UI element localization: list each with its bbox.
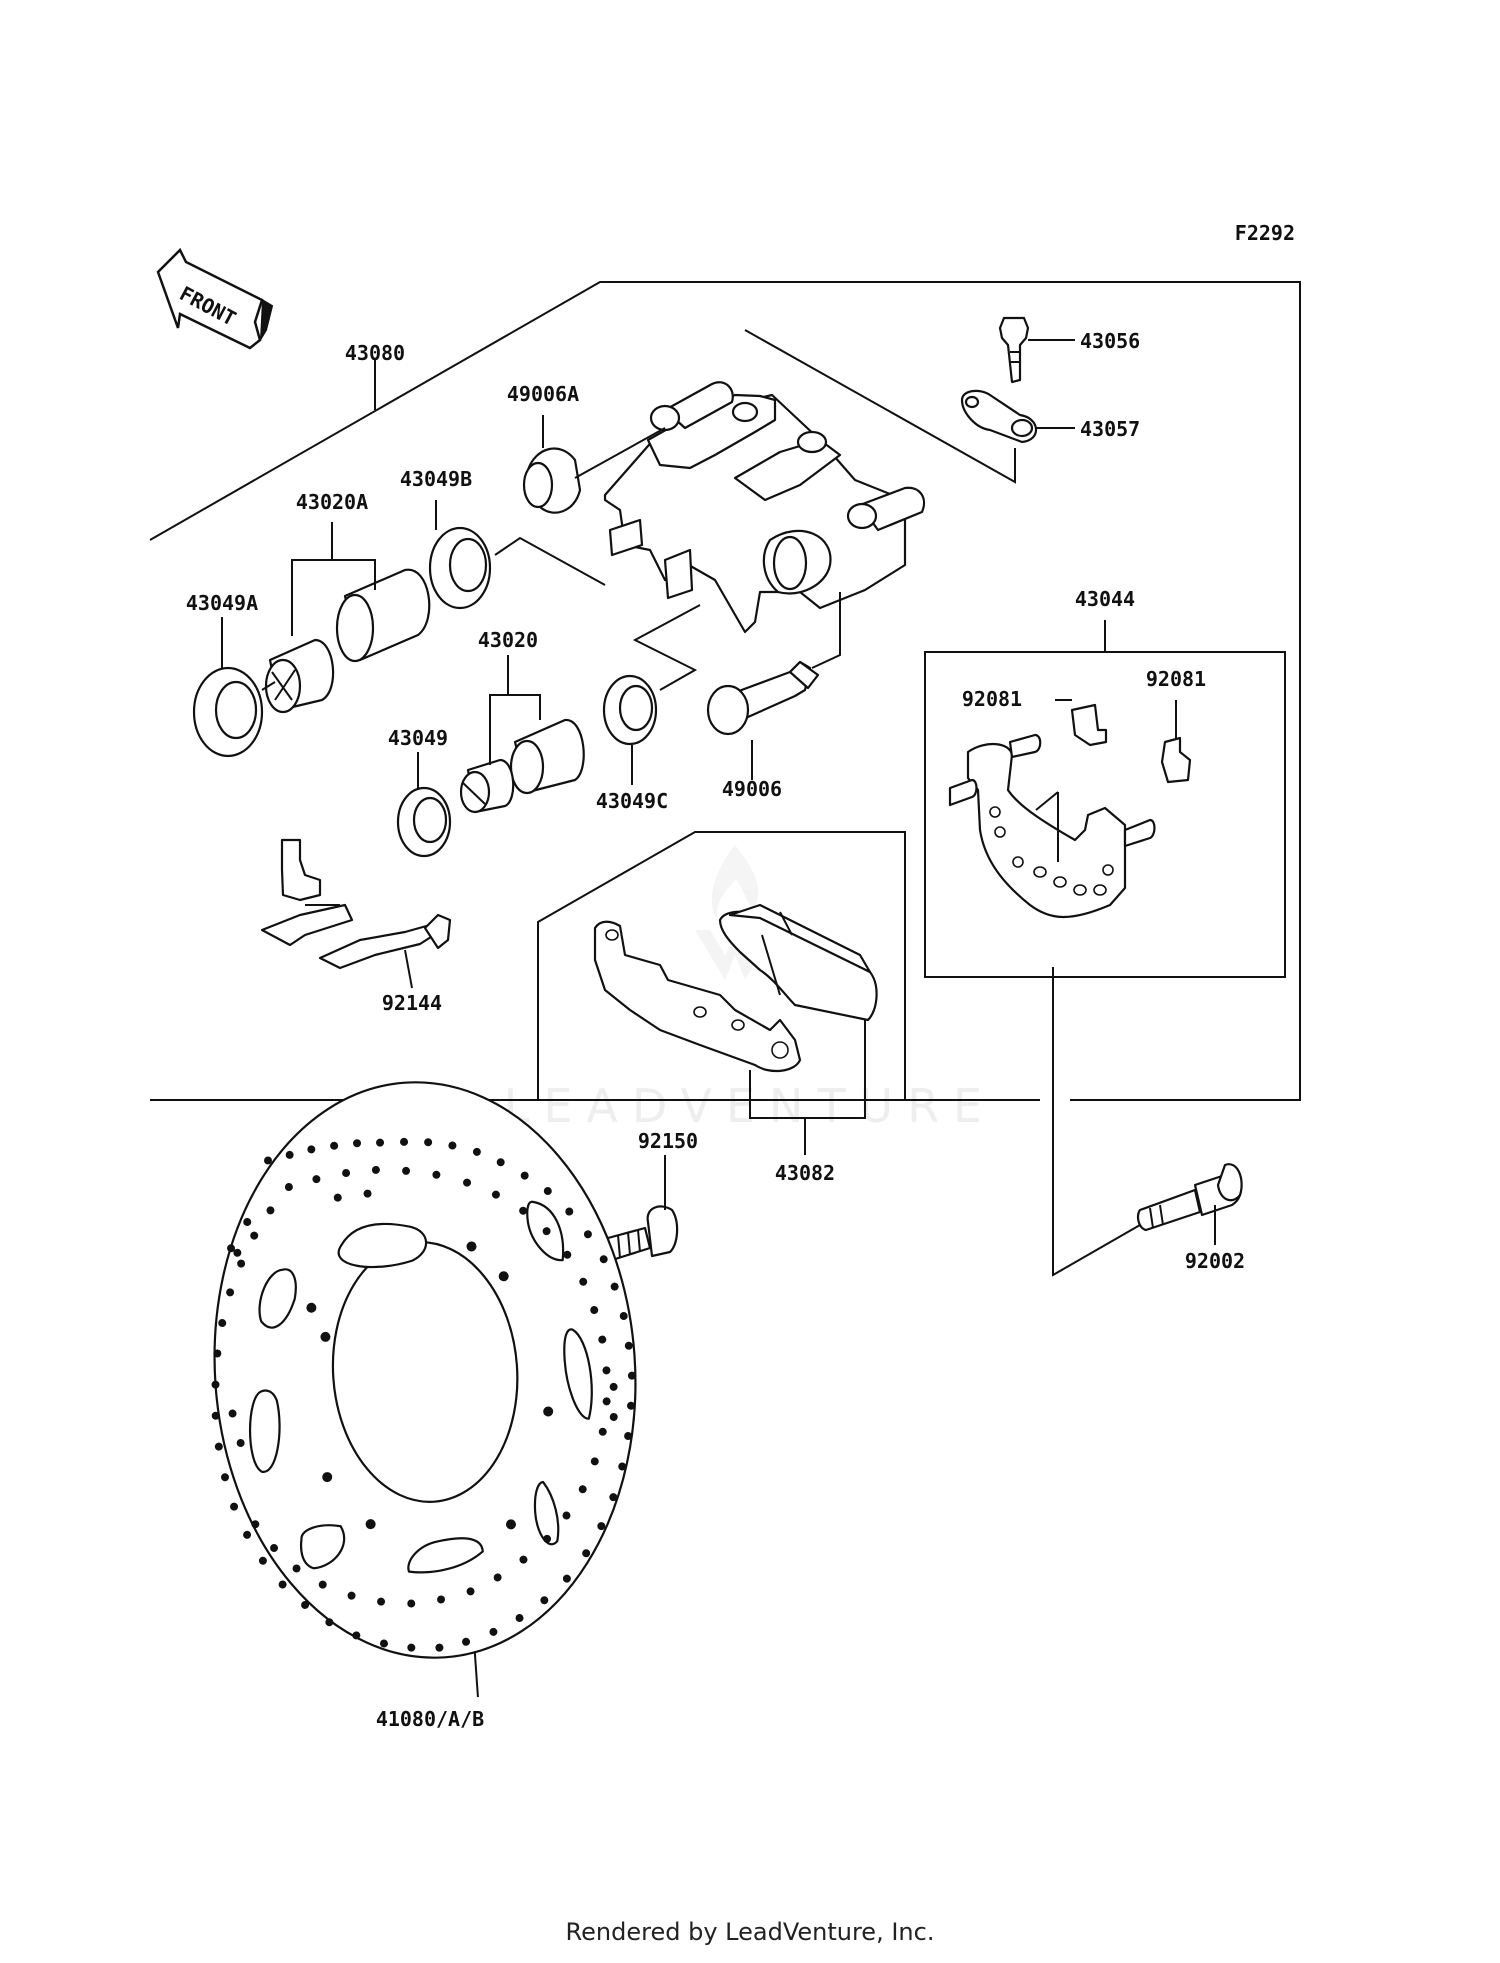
- label-43049a: 43049A: [186, 591, 258, 615]
- label-43080: 43080: [345, 341, 405, 365]
- label-92144: 92144: [382, 991, 442, 1015]
- label-41080: 41080/A/B: [376, 1707, 484, 1731]
- label-43020a: 43020A: [296, 490, 368, 514]
- piston-43020: [459, 655, 585, 814]
- brake-disc-41080: [211, 1081, 637, 1698]
- label-43057: 43057: [1080, 417, 1140, 441]
- label-92002: 92002: [1185, 1249, 1245, 1273]
- disc-bolt-92150: [564, 1155, 679, 1288]
- seal-43049a: [192, 617, 276, 758]
- pad-spring-92144: [260, 838, 452, 989]
- caliper-bracket: [948, 733, 1156, 919]
- piston-43020a: [264, 522, 431, 714]
- label-92081-left: 92081: [962, 687, 1022, 711]
- bleeder-cap-43057: [960, 389, 1075, 444]
- label-43049: 43049: [388, 726, 448, 750]
- brake-pads-43082: [593, 903, 878, 1155]
- seal-43049b: [428, 500, 606, 610]
- watermark-text: LEADVENTURE: [504, 1079, 997, 1133]
- bleeder-valve-43056: [998, 316, 1075, 384]
- pin-49006: [706, 592, 841, 780]
- pad-spring-92081-right: [1160, 700, 1192, 784]
- label-43044: 43044: [1075, 587, 1135, 611]
- pin-49006a: [522, 415, 666, 514]
- label-43049b: 43049B: [400, 467, 472, 491]
- seal-43049c: [602, 604, 701, 785]
- label-49006: 49006: [722, 777, 782, 801]
- leader-bleeder-group: [744, 329, 1016, 484]
- watermark: LEADVENTURE: [504, 845, 997, 1133]
- caliper-assembly-outline: [149, 281, 1301, 1101]
- label-92150: 92150: [638, 1129, 698, 1153]
- label-43049c: 43049C: [596, 789, 668, 813]
- seal-43049: [396, 752, 452, 858]
- label-92081-right: 92081: [1146, 667, 1206, 691]
- label-43020: 43020: [478, 628, 538, 652]
- front-arrow-icon: FRONT: [156, 247, 274, 350]
- pad-spring-92081-left: [1055, 699, 1108, 747]
- figure-code: F2292: [1235, 221, 1295, 245]
- label-49006a: 49006A: [507, 382, 579, 406]
- caliper-body: [603, 381, 926, 634]
- footer-credit: Rendered by LeadVenture, Inc.: [565, 1918, 935, 1946]
- bracket-bolt-92002: [1052, 967, 1243, 1277]
- label-43082: 43082: [775, 1161, 835, 1185]
- label-43056: 43056: [1080, 329, 1140, 353]
